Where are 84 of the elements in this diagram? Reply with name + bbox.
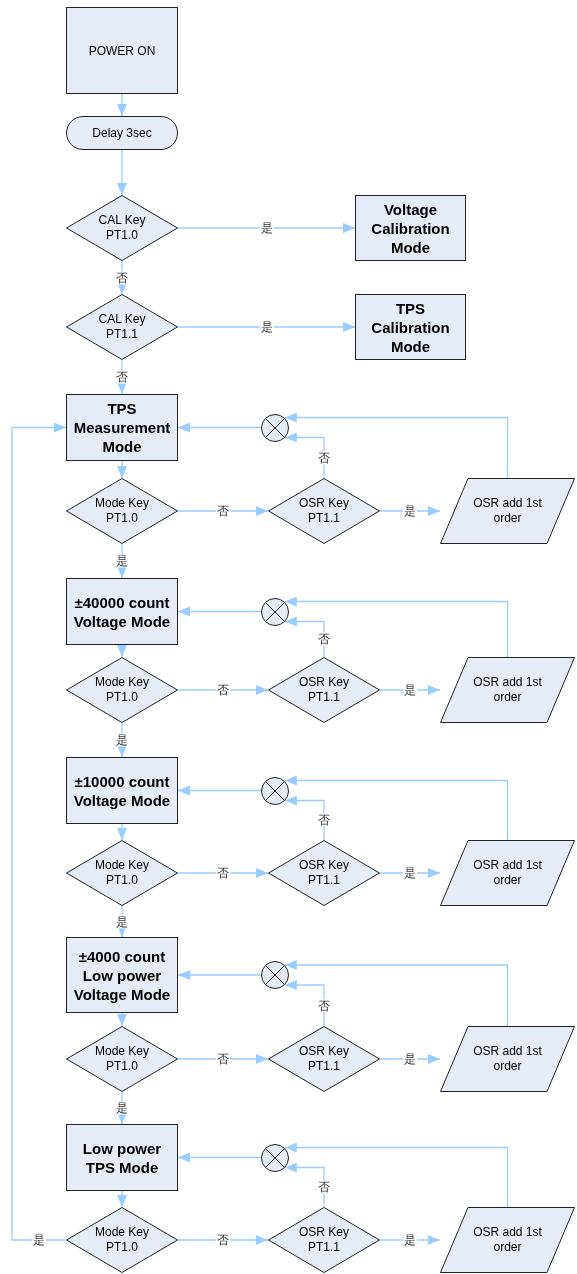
process-box: POWER ON (66, 7, 178, 94)
connector-arrow (284, 412, 509, 479)
connector-arrow (177, 1235, 269, 1245)
connector-arrow (117, 460, 127, 479)
process-box: TPS Calibration Mode (355, 294, 466, 360)
data-parallelogram: OSR add 1st order (440, 1207, 575, 1273)
data-parallelogram: OSR add 1st order (440, 478, 575, 544)
connector-arrow (284, 980, 325, 1027)
edge-label: 是 (115, 733, 129, 747)
edge-label: 是 (259, 320, 274, 334)
connector-arrow (117, 644, 127, 658)
edge-label: 否 (317, 999, 331, 1012)
edge-label: 否 (317, 632, 331, 646)
decision-diamond: OSR Key PT1.1 (268, 1026, 380, 1092)
edge-label: 是 (115, 915, 129, 928)
edge-label: 否 (216, 1233, 230, 1247)
junction-circle (261, 961, 289, 989)
connector-arrow (117, 93, 127, 117)
connector-arrow (177, 1152, 262, 1163)
connector-arrow (284, 1142, 509, 1208)
connector-arrow (177, 1054, 269, 1064)
edge-label: 是 (32, 1233, 46, 1247)
process-box: Low power TPS Mode (66, 1124, 178, 1191)
connector-arrow (177, 868, 269, 878)
decision-diamond: Mode Key PT1.0 (66, 840, 178, 906)
connector-arrow (284, 960, 509, 1027)
edge-label: 是 (403, 1233, 417, 1247)
edge-label: 否 (216, 1052, 230, 1066)
edge-label: 否 (216, 866, 230, 880)
edge-label: 是 (403, 866, 417, 880)
edge-label: 否 (317, 1180, 331, 1194)
junction-circle (261, 776, 289, 805)
edge-label: 否 (216, 504, 230, 518)
connector-arrow (177, 606, 262, 617)
connector-arrow (177, 322, 356, 332)
data-parallelogram: OSR add 1st order (440, 657, 575, 723)
decision-diamond: OSR Key PT1.1 (268, 840, 380, 906)
data-parallelogram: OSR add 1st order (440, 1026, 575, 1092)
process-box: TPS Measurement Mode (66, 394, 178, 461)
process-box: ±4000 count Low power Voltage Mode (66, 937, 178, 1013)
terminal-box: Delay 3sec (66, 116, 178, 150)
connector-arrow (177, 785, 262, 796)
process-box: ±10000 count Voltage Mode (66, 757, 178, 824)
connector-arrow (117, 1012, 127, 1027)
connector-arrow (117, 1190, 127, 1208)
decision-diamond: OSR Key PT1.1 (268, 478, 380, 544)
connector-arrow (177, 422, 262, 433)
edge-label: 是 (259, 221, 274, 235)
junction-circle (261, 597, 289, 626)
connector-arrow (117, 149, 127, 196)
process-box: Voltage Calibration Mode (355, 195, 466, 261)
connector-arrow (177, 223, 356, 233)
edge-label: 否 (317, 813, 331, 827)
decision-diamond: Mode Key PT1.0 (66, 657, 178, 723)
connector-arrow (177, 685, 269, 695)
connector-arrow (177, 970, 262, 980)
connector-arrow (284, 1162, 325, 1208)
process-box: ±40000 count Voltage Mode (66, 578, 178, 645)
data-parallelogram: OSR add 1st order (440, 840, 575, 906)
edge-label: 否 (216, 683, 230, 697)
connector-arrow (117, 823, 127, 841)
decision-diamond: OSR Key PT1.1 (268, 657, 380, 723)
connector-arrow (177, 506, 269, 516)
connector-arrow (284, 596, 509, 658)
edge-label: 否 (115, 370, 129, 384)
edge-label: 是 (115, 1101, 129, 1115)
edge-label: 是 (115, 554, 129, 568)
connector-arrow (11, 422, 67, 1241)
junction-circle (261, 1143, 289, 1172)
decision-diamond: CAL Key PT1.1 (66, 294, 178, 360)
decision-diamond: Mode Key PT1.0 (66, 478, 178, 544)
connector-arrow (284, 775, 509, 841)
connector-arrow (284, 432, 325, 479)
edge-label: 是 (403, 1052, 417, 1066)
connector-arrow (284, 795, 325, 841)
junction-circle (261, 413, 289, 442)
edge-label: 否 (317, 451, 331, 465)
decision-diamond: CAL Key PT1.0 (66, 195, 178, 261)
edge-label: 是 (403, 683, 417, 697)
decision-diamond: OSR Key PT1.1 (268, 1207, 380, 1273)
edge-label: 是 (403, 504, 417, 518)
decision-diamond: Mode Key PT1.0 (66, 1207, 178, 1273)
edge-label: 否 (115, 271, 129, 284)
decision-diamond: Mode Key PT1.0 (66, 1026, 178, 1092)
